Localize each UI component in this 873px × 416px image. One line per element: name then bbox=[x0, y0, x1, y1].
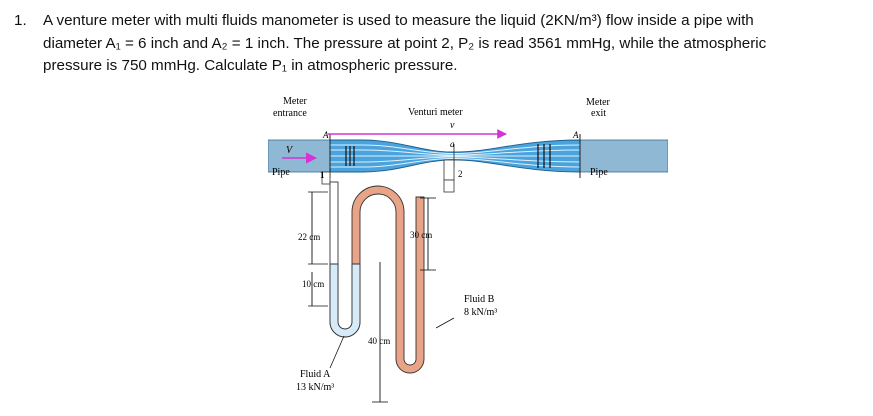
fluid-b-leader bbox=[435, 317, 455, 329]
venturi-figure: Meter entrance Venturi meter v⃗ Meter ex… bbox=[267, 94, 669, 416]
point-1-label: 1 bbox=[320, 170, 325, 180]
point-2-label: 2 bbox=[458, 169, 463, 179]
venturi-diagram: Meter entrance Venturi meter v⃗ Meter ex… bbox=[267, 96, 669, 403]
area-A-left-label: A bbox=[322, 130, 329, 140]
fluid-a-leader bbox=[329, 335, 345, 369]
dim-40-label: 40 cm bbox=[368, 336, 390, 346]
pipe-left-label: Pipe bbox=[272, 167, 290, 178]
meter-entrance-label-2: entrance bbox=[273, 108, 307, 119]
right-tube-top bbox=[443, 179, 455, 193]
dim-22-label: 22 cm bbox=[298, 232, 320, 242]
tap-1 bbox=[321, 171, 331, 185]
flow-arrows-right bbox=[537, 144, 551, 168]
pipe-right-label: Pipe bbox=[590, 167, 608, 178]
fluid-a-column bbox=[329, 263, 361, 338]
area-A-right-label: A bbox=[572, 130, 579, 140]
fluid-a-label-2: 13 kN/m³ bbox=[296, 382, 334, 393]
dim-30-label: 30 cm bbox=[410, 230, 432, 240]
flow-lines bbox=[330, 144, 581, 168]
flow-arrows-left bbox=[345, 146, 355, 166]
meter-exit-label-2: exit bbox=[591, 108, 606, 119]
meter-exit-label-1: Meter bbox=[586, 97, 611, 108]
question-line-3: pressure is 750 mmHg. Calculate P₁ in at… bbox=[43, 57, 458, 74]
question-line-1: A venture meter with multi fluids manome… bbox=[43, 12, 754, 29]
question-text: A venture meter with multi fluids manome… bbox=[43, 10, 858, 78]
area-a-label: a bbox=[450, 139, 455, 149]
fluid-b-label-2: 8 kN/m³ bbox=[464, 307, 497, 318]
question-number: 1. bbox=[14, 12, 27, 29]
vector-v-label: v⃗ bbox=[450, 120, 462, 131]
right-pipe bbox=[579, 139, 669, 173]
tap-2 bbox=[443, 159, 455, 181]
question-line-2: diameter A₁ = 6 inch and A₂ = 1 inch. Th… bbox=[43, 34, 767, 52]
venturi-meter-label: Venturi meter bbox=[408, 107, 463, 118]
meter-entrance-label-1: Meter bbox=[283, 96, 308, 107]
fluid-a-label-1: Fluid A bbox=[300, 369, 331, 380]
dim-10-label: 10 cm bbox=[302, 279, 324, 289]
velocity-V-label: V bbox=[286, 145, 294, 156]
fluid-b-label-1: Fluid B bbox=[464, 294, 495, 305]
